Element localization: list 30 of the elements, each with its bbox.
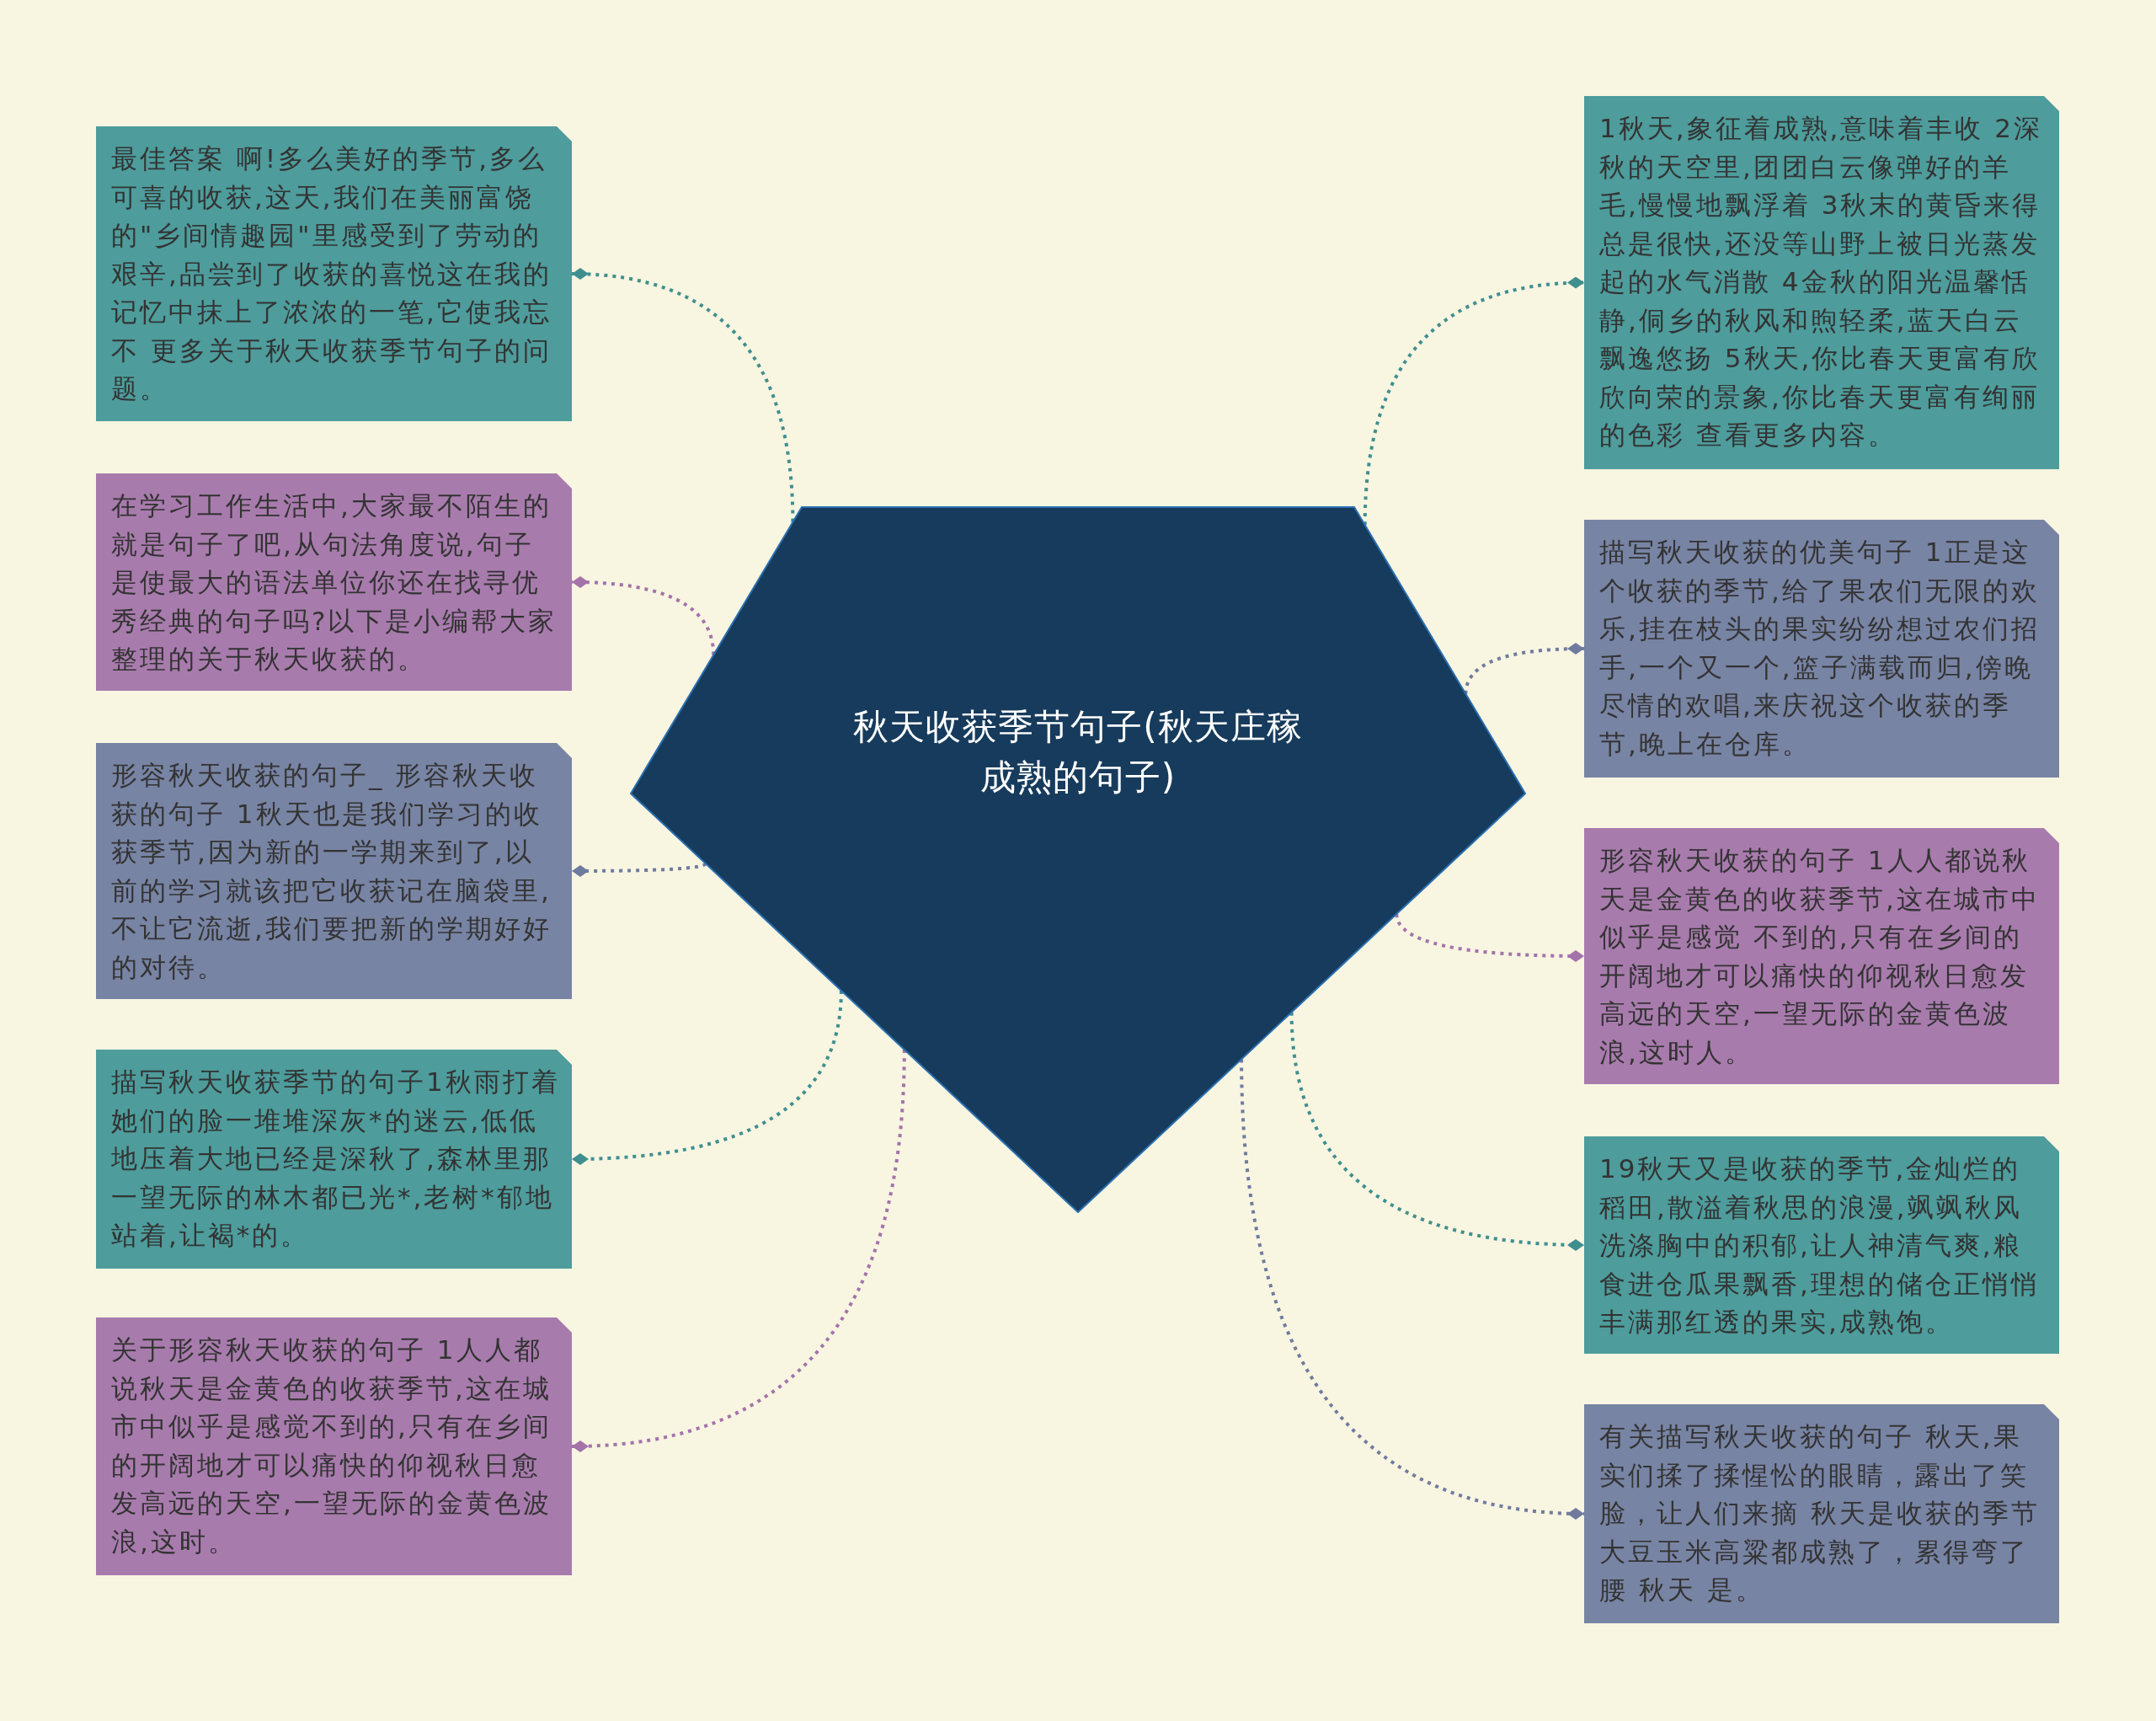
note-text: 在学习工作生活中,大家最不陌生的就是句子了吧,从句法角度说,句子是使最大的语法单位你还在找寻优秀经典的句子吗?以下是小编帮大家整理的关于秋天收获的。 <box>111 489 558 676</box>
connector <box>572 862 707 877</box>
connector <box>1363 277 1585 526</box>
connector <box>1464 643 1585 695</box>
note-card <box>1584 828 2059 1084</box>
connector <box>571 268 795 522</box>
connector <box>1289 1012 1585 1251</box>
note-text: 19秋天又是收获的季节,金灿烂的稻田,散溢着秋思的浪漫,飒飒秋风洗涤胸中的积郁,让人神清气爽,粮食进仓瓜果飘香,理想的储仓正悄悄丰满那红透的果实,成熟饱。 <box>1599 1152 2041 1339</box>
note-card <box>96 743 572 999</box>
note-card <box>96 473 572 691</box>
note-card <box>1584 520 2059 778</box>
connector <box>1240 1059 1585 1520</box>
connector <box>1395 913 1585 962</box>
note-card <box>96 1317 572 1575</box>
note-text: 有关描写秋天收获的句子 秋天,果实们揉了揉惺忪的眼睛，露出了笑脸，让人们来摘 秋天是收获的季节大豆玉米高粱都成熟了，累得弯了腰 秋天 是。 <box>1599 1420 2041 1606</box>
note-text: 形容秋天收获的句子 1人人都说秋天是金黄色的收获季节,这在城市中似乎是感觉 不到的,只有在乡间的开阔地才可以痛快的仰视秋日愈发高远的天空,一望无际的金黄色波浪,这时人。 <box>1599 844 2041 1069</box>
note-text: 关于形容秋天收获的句子 1人人都说秋天是金黄色的收获季节,这在城市中似乎是感觉不到的,只有在乡间的开阔地才可以痛快的仰视秋日愈发高远的天空,一望无际的金黄色波浪,这时。 <box>111 1334 552 1558</box>
note-text: 最佳答案 啊!多么美好的季节,多么可喜的收获,这天,我们在美丽富饶的"乡间情趣园"里感受到了劳动的艰辛,品尝到了收获的喜悦这在我的记忆中抹上了浓浓的一笔,它使我忘不 更多关于秋天收获季节句子的问题。 <box>111 142 552 405</box>
note-card <box>1584 1404 2059 1623</box>
note-card <box>96 126 572 421</box>
note-card <box>96 1050 572 1269</box>
title-text: 秋天收获季节句子(秋天庄稼成熟的句子) <box>852 705 1304 799</box>
connector <box>571 990 843 1165</box>
note-text: 1秋天,象征着成熟,意味着丰收 2深秋的天空里,团团白云像弹好的羊毛,慢慢地飘浮着 3秋末的黄昏来得总是很快,还没等山野上被日光蒸发起的水气消散 4金秋的阳光温馨恬静,侗乡的秋风和煦轻柔,蓝天白云飘逸悠扬 5秋天,你比春天更富有欣欣向荣的景象,你比春天更富有绚丽的色彩 查看更多内容。 <box>1599 112 2043 452</box>
note-card <box>1584 1136 2059 1354</box>
connector <box>571 576 716 655</box>
connector <box>571 1049 906 1452</box>
note-text: 描写秋天收获的优美句子 1正是这个收获的季节,给了果农们无限的欢乐,挂在枝头的果实纷纷想过农们招手,一个又一个,篮子满载而归,傍晚尽情的欢唱,来庆祝这个收获的季节,晚上在仓库。 <box>1599 536 2041 761</box>
note-text: 形容秋天收获的句子_ 形容秋天收获的句子 1秋天也是我们学习的收获季节,因为新的一学期来到了,以前的学习就该把它收获记在脑袋里,不让它流逝,我们要把新的学期好好的对待。 <box>111 759 552 984</box>
note-text: 描写秋天收获季节的句子1秋雨打着她们的脸一堆堆深灰*的迷云,低低地压着大地已经是深秋了,森林里那一望无际的林木都已光*,老树*郁地站着,让褐*的。 <box>111 1066 561 1252</box>
